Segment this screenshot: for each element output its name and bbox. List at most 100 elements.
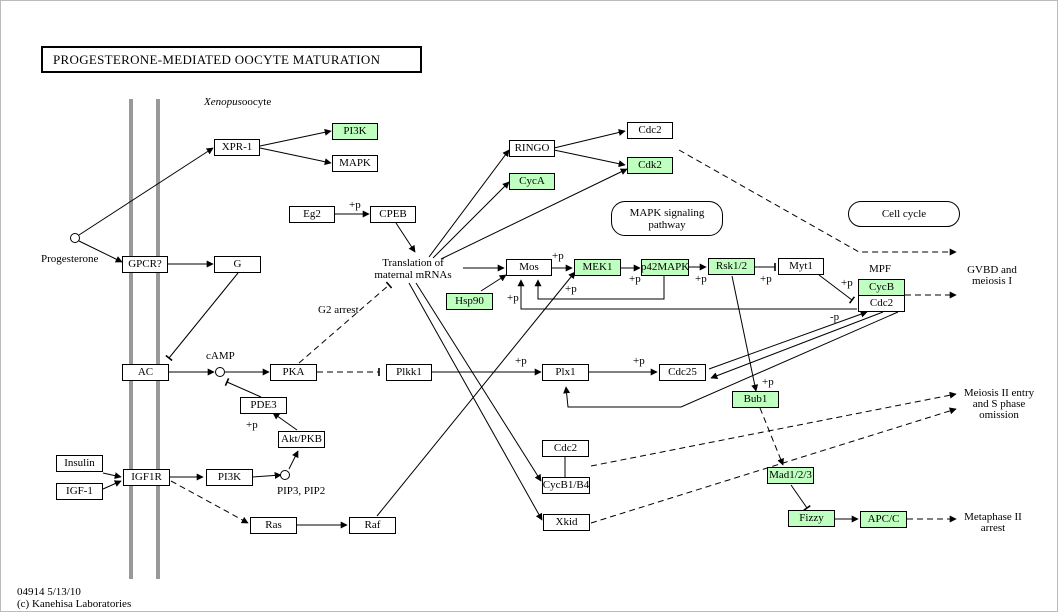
edge-xpr1-mapk bbox=[259, 147, 332, 166]
edge-mpf-plx1 bbox=[563, 311, 899, 408]
cell-membrane bbox=[129, 99, 160, 579]
node-myt1[interactable]: Myt1 bbox=[778, 258, 824, 275]
edge-igf1-igf1r bbox=[102, 480, 122, 490]
node-ac[interactable]: AC bbox=[122, 364, 169, 381]
label-camp[interactable]: cAMP bbox=[206, 350, 235, 362]
edge-progesterone-gpcr bbox=[78, 240, 123, 263]
node-cdk2[interactable]: Cdk2 bbox=[627, 157, 673, 174]
label-translation-2: maternal mRNAs bbox=[374, 269, 452, 281]
node-cycb-mpf[interactable]: CycB bbox=[858, 279, 905, 296]
node-gpcr[interactable]: GPCR? bbox=[122, 256, 168, 273]
label-translation-1: Translation of bbox=[382, 257, 444, 269]
node-xpr1[interactable]: XPR-1 bbox=[214, 139, 260, 156]
node-plx1[interactable]: Plx1 bbox=[542, 364, 589, 381]
node-pka[interactable]: PKA bbox=[270, 364, 317, 381]
edge-pi3k-pip3 bbox=[252, 471, 282, 479]
label-meiosis2-2: and S phase bbox=[972, 398, 1026, 410]
label-progesterone[interactable]: Progesterone bbox=[41, 253, 99, 265]
label-meiosis2-1: Meiosis II entry bbox=[963, 387, 1035, 399]
node-pde3[interactable]: PDE3 bbox=[240, 397, 287, 414]
node-cyca[interactable]: CycA bbox=[509, 173, 555, 190]
label-metaphase-2: arrest bbox=[980, 522, 1006, 534]
label-p-mpf: +p bbox=[841, 277, 853, 289]
edge-translation-ringo bbox=[428, 149, 510, 258]
pathway-title: PROGESTERONE-MEDIATED OOCYTE MATURATION bbox=[41, 46, 422, 73]
edge-mad-fizzy bbox=[790, 484, 811, 511]
label-p-bub: +p bbox=[762, 376, 774, 388]
footer-copyright: (c) Kanehisa Laboratories bbox=[17, 598, 132, 610]
node-ras[interactable]: Ras bbox=[250, 517, 297, 534]
label-p-rsk: +p bbox=[760, 273, 772, 285]
node-igf1r[interactable]: IGF1R bbox=[123, 469, 170, 486]
edge-translation-cdk2 bbox=[440, 168, 628, 260]
edge-xkid-meiosis2 bbox=[590, 407, 957, 524]
node-apc-c[interactable]: APC/C bbox=[860, 511, 907, 528]
edge-ringo-cdk2 bbox=[553, 149, 626, 168]
map-cell-cycle[interactable]: Cell cycle bbox=[848, 201, 960, 227]
node-pi3k-bottom[interactable]: PI3K bbox=[206, 469, 253, 486]
node-insulin[interactable]: Insulin bbox=[56, 455, 103, 472]
node-p42mapk[interactable]: p42MAPK bbox=[641, 259, 689, 276]
edge-cdc2-gvbd bbox=[678, 149, 957, 256]
label-p-mos: +p bbox=[552, 250, 564, 262]
edge-translation-xkid bbox=[408, 282, 543, 521]
node-plkk1[interactable]: Plkk1 bbox=[386, 364, 432, 381]
node-eg2[interactable]: Eg2 bbox=[289, 206, 335, 223]
edge-mpf-mos-feedback bbox=[517, 279, 857, 310]
progesterone-compound bbox=[70, 233, 80, 243]
node-fizzy[interactable]: Fizzy bbox=[788, 510, 835, 527]
edge-hsp90-mos bbox=[480, 274, 507, 292]
label-p-mek: +p bbox=[565, 283, 577, 295]
edge-g-ac bbox=[165, 272, 239, 362]
node-xkid[interactable]: Xkid bbox=[543, 514, 590, 531]
node-cdc25[interactable]: Cdc25 bbox=[659, 364, 706, 381]
label-pip3-pip2[interactable]: PIP3, PIP2 bbox=[277, 485, 326, 497]
node-cycb1-b4[interactable]: CycB1/B4 bbox=[542, 477, 590, 494]
node-cpeb[interactable]: CPEB bbox=[370, 206, 416, 223]
node-mek1[interactable]: MEK1 bbox=[574, 259, 621, 276]
label-meiosis2-3: omission bbox=[979, 409, 1019, 421]
node-cdc2-mpf[interactable]: Cdc2 bbox=[858, 295, 905, 312]
edge-bub1-mad bbox=[759, 407, 784, 466]
edge-ringo-cdc2 bbox=[553, 129, 626, 149]
node-g[interactable]: G bbox=[214, 256, 261, 273]
edge-akt-pde3 bbox=[272, 412, 298, 431]
node-mos[interactable]: Mos bbox=[506, 259, 552, 276]
label-metaphase-1: Metaphase II bbox=[964, 511, 1022, 523]
edge-mpf-cdc25 bbox=[710, 311, 884, 380]
edge-p42-mos-feedback bbox=[534, 276, 665, 300]
organism-suffix: oocyte bbox=[241, 96, 272, 108]
organism-label: Xenopusoocyte bbox=[204, 96, 271, 108]
label-p-plx: +p bbox=[515, 355, 527, 367]
node-pi3k-top[interactable]: PI3K bbox=[332, 123, 378, 140]
node-hsp90[interactable]: Hsp90 bbox=[446, 293, 493, 310]
label-p-eg2: +p bbox=[349, 199, 361, 211]
edge-insulin-igf1r bbox=[102, 472, 122, 480]
node-igf1[interactable]: IGF-1 bbox=[56, 483, 103, 500]
node-rsk12[interactable]: Rsk1/2 bbox=[708, 258, 755, 275]
label-p-cdc25: +p bbox=[633, 355, 645, 367]
node-ringo[interactable]: RINGO bbox=[509, 140, 555, 157]
footer-map-id: 04914 5/13/10 bbox=[17, 586, 81, 598]
node-cdc2-top[interactable]: Cdc2 bbox=[627, 122, 673, 139]
node-mad123[interactable]: Mad1/2/3 bbox=[767, 467, 814, 484]
node-raf[interactable]: Raf bbox=[349, 517, 396, 534]
edge-progesterone-xpr1 bbox=[78, 147, 214, 236]
edge-cpeb-translation bbox=[395, 222, 416, 253]
edge-xpr1-pi3k bbox=[259, 128, 332, 147]
edge-cycb14-meiosis2 bbox=[590, 391, 957, 467]
edge-pde3-camp bbox=[224, 378, 262, 398]
edge-pka-translation bbox=[298, 281, 393, 364]
node-akt-pkb[interactable]: Akt/PKB bbox=[278, 431, 325, 448]
label-mpf: MPF bbox=[869, 263, 892, 275]
node-bub1[interactable]: Bub1 bbox=[732, 391, 779, 408]
edge-igf1r-ras bbox=[170, 480, 249, 524]
map-mapk-signaling[interactable]: MAPK signaling pathway bbox=[611, 201, 723, 236]
node-mapk-top[interactable]: MAPK bbox=[332, 155, 378, 172]
label-gvbd-2: meiosis I bbox=[971, 275, 1013, 287]
node-cdc2-mid[interactable]: Cdc2 bbox=[542, 440, 589, 457]
label-g2-arrest: G2 arrest bbox=[318, 304, 359, 316]
edge-cdc25-mpf bbox=[708, 310, 868, 370]
